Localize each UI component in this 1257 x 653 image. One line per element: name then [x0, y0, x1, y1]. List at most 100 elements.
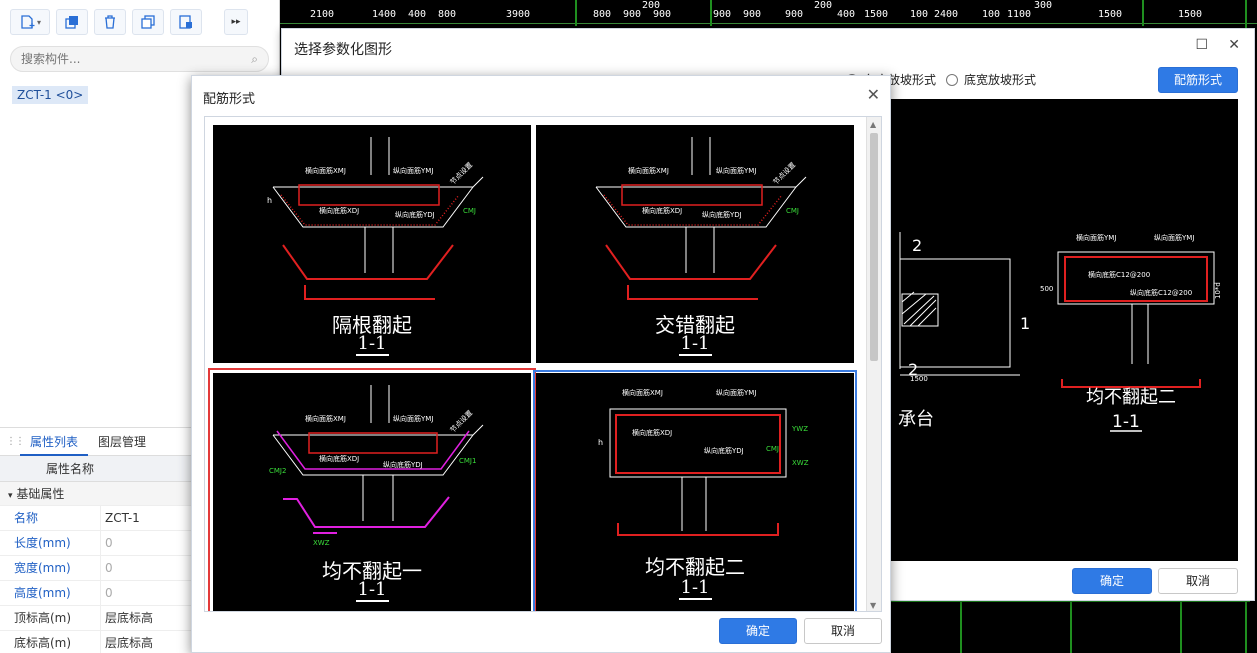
double-chevron-right-icon: ▸▸ — [231, 17, 241, 27]
rebar-option-3[interactable]: 横向面筋XMJ 纵向面筋YMJ 横向底筋XDJ 纵向底筋YDJ CMJ1 CMJ… — [208, 368, 536, 611]
rebar-label: 纵向面筋YMJ — [716, 166, 756, 175]
rebar-label: CMJ — [766, 445, 779, 453]
property-row[interactable]: 长度(mm) 0 — [0, 531, 280, 556]
option-name: 交错翻起 — [655, 313, 735, 337]
rebar-diagram: 横向面筋XMJ 纵向面筋YMJ 横向底筋XDJ 纵向底筋YDJ CMJ1 CMJ… — [269, 385, 484, 547]
property-value[interactable]: ZCT-1 — [100, 506, 280, 530]
close-button[interactable]: ✕ — [1228, 37, 1240, 53]
new-button[interactable]: ▾ — [10, 9, 50, 35]
rebar-label: 节点设置 — [448, 408, 474, 434]
maximize-icon: ☐ — [1195, 37, 1208, 53]
rebar-label: 纵向底筋YDJ — [702, 210, 742, 219]
delete-button[interactable] — [94, 9, 126, 35]
cancel-button[interactable]: 取消 — [1158, 568, 1238, 594]
property-row[interactable]: 顶标高(m) 层底标高 — [0, 606, 280, 631]
rebar-label: 纵向底筋YDJ — [704, 446, 744, 455]
close-button[interactable]: ✕ — [867, 85, 880, 104]
radio-bottom-width[interactable] — [946, 73, 959, 86]
search-input[interactable] — [21, 52, 221, 66]
ruler-label: 1400 — [372, 9, 397, 20]
dim-label: h — [267, 196, 272, 205]
maximize-button[interactable]: ☐ — [1195, 37, 1208, 53]
rebar-option-4[interactable]: 横向面筋XMJ 纵向面筋YMJ 横向底筋XDJ 纵向底筋YDJ CMJ YWZ … — [533, 370, 857, 611]
rebar-label: 横向面筋XMJ — [305, 414, 346, 423]
shape-preview: 2 1 2 1500 承台 横向面筋YMJ 纵向面筋YMJ 横向底筋C12@20… — [890, 99, 1238, 561]
section-label: 1-1 — [678, 333, 712, 356]
cancel-button[interactable]: 取消 — [804, 618, 882, 644]
rebar-label: 纵向面筋YMJ — [393, 166, 433, 175]
search-box[interactable]: ⌕ — [10, 46, 269, 72]
close-icon: ✕ — [866, 85, 880, 104]
property-row[interactable]: 宽度(mm)0 — [0, 556, 280, 581]
property-value[interactable]: 0 — [100, 581, 280, 605]
grid-line — [1070, 600, 1072, 653]
option-section: 1-1 — [536, 333, 854, 356]
option-section: 1-1 — [213, 333, 531, 356]
property-row[interactable]: 高度(mm) 0 — [0, 581, 280, 606]
property-key: 高度(mm) — [14, 586, 71, 600]
duplicate-button[interactable] — [132, 9, 164, 35]
rebar-label: 纵向面筋YMJ — [1154, 233, 1194, 242]
property-value[interactable]: 0 — [100, 556, 280, 580]
property-value[interactable]: 0 — [100, 531, 280, 555]
section-label: 1-1 — [355, 333, 389, 356]
ruler-label: 2100 — [310, 9, 335, 20]
new-file-icon — [21, 15, 35, 29]
rebar-label: YWZ — [791, 425, 808, 433]
dimension-label: 500 — [1040, 285, 1053, 293]
tab-layer-manager[interactable]: 图层管理 — [98, 434, 147, 449]
chevron-down-icon: ▾ — [36, 17, 41, 27]
rebar-option-1[interactable]: 横向面筋XMJ 纵向面筋YMJ 横向底筋XDJ 纵向底筋YDJ CMJ 节点设置… — [213, 125, 531, 363]
ruler-label: 900 — [785, 9, 804, 20]
gallery-scrollbar[interactable]: ▲ ▼ — [866, 117, 881, 611]
header-name: 属性名称 — [45, 462, 94, 476]
property-row[interactable]: 底标高(m) 层底标高 — [0, 631, 280, 653]
property-key: 顶标高(m) — [14, 611, 72, 625]
scroll-down-icon[interactable]: ▼ — [870, 601, 877, 610]
component-toolbar: ▾ ▸▸ — [0, 0, 279, 44]
property-value[interactable]: 层底标高 — [100, 606, 280, 630]
scrollbar-thumb[interactable] — [870, 133, 878, 361]
dimension-label: 1500 — [910, 375, 928, 383]
ruler-label: 100 — [982, 9, 1001, 20]
copy-button[interactable] — [56, 9, 88, 35]
section-label: 1-1 — [1112, 412, 1140, 432]
rebar-label: 横向面筋XMJ — [305, 166, 346, 175]
layer-copy-button[interactable] — [170, 9, 202, 35]
grid-line — [1180, 600, 1182, 653]
rebar-label: 横向底筋XDJ — [319, 206, 359, 215]
rebar-label: 横向面筋XMJ — [622, 388, 663, 397]
rebar-form-gallery: 横向面筋XMJ 纵向面筋YMJ 横向底筋XDJ 纵向底筋YDJ CMJ 节点设置… — [204, 116, 882, 612]
search-icon[interactable]: ⌕ — [251, 51, 258, 66]
tab-property-list[interactable]: 属性列表 — [20, 428, 89, 456]
trash-icon — [105, 15, 115, 29]
drag-handle-icon[interactable]: ⋮⋮ — [6, 436, 25, 447]
component-list-item[interactable]: ZCT-1 <0> — [12, 86, 89, 104]
dialog-title: 配筋形式 — [203, 92, 256, 107]
rebar-form-button[interactable]: 配筋形式 — [1158, 67, 1238, 93]
rebar-label: 横向底筋C12@200 — [1088, 270, 1150, 279]
grid-line — [575, 0, 577, 26]
scroll-up-icon[interactable]: ▲ — [870, 120, 877, 129]
option-section: 1-1 — [213, 579, 531, 602]
property-key: 底标高(m) — [14, 636, 72, 650]
dim-label: h — [598, 438, 603, 447]
ok-button[interactable]: 确定 — [719, 618, 797, 644]
rebar-option-2[interactable]: 横向面筋XMJ 纵向面筋YMJ 横向底筋XDJ 纵向底筋YDJ CMJ 节点设置… — [536, 125, 854, 363]
more-button[interactable]: ▸▸ — [224, 9, 248, 35]
dimension-ruler: 2100 1400 400 800 3900 800 900 900 900 9… — [280, 0, 1257, 24]
ruler-label: 1500 — [864, 9, 889, 20]
ruler-label: 1500 — [1098, 9, 1123, 20]
ruler-label: 800 — [438, 9, 457, 20]
rebar-label: 横向面筋YMJ — [1076, 233, 1116, 242]
rebar-label: 横向底筋XDJ — [642, 206, 682, 215]
collapse-icon[interactable]: ▾ — [8, 491, 13, 501]
property-key: 长度(mm) — [14, 536, 71, 550]
dimension-label: 10*d — [1214, 282, 1222, 299]
group-label: 基础属性 — [16, 487, 65, 501]
ok-button[interactable]: 确定 — [1072, 568, 1152, 594]
property-value[interactable]: 层底标高 — [100, 631, 280, 653]
rebar-label: CMJ — [786, 207, 799, 215]
rebar-label: XWZ — [313, 539, 330, 547]
